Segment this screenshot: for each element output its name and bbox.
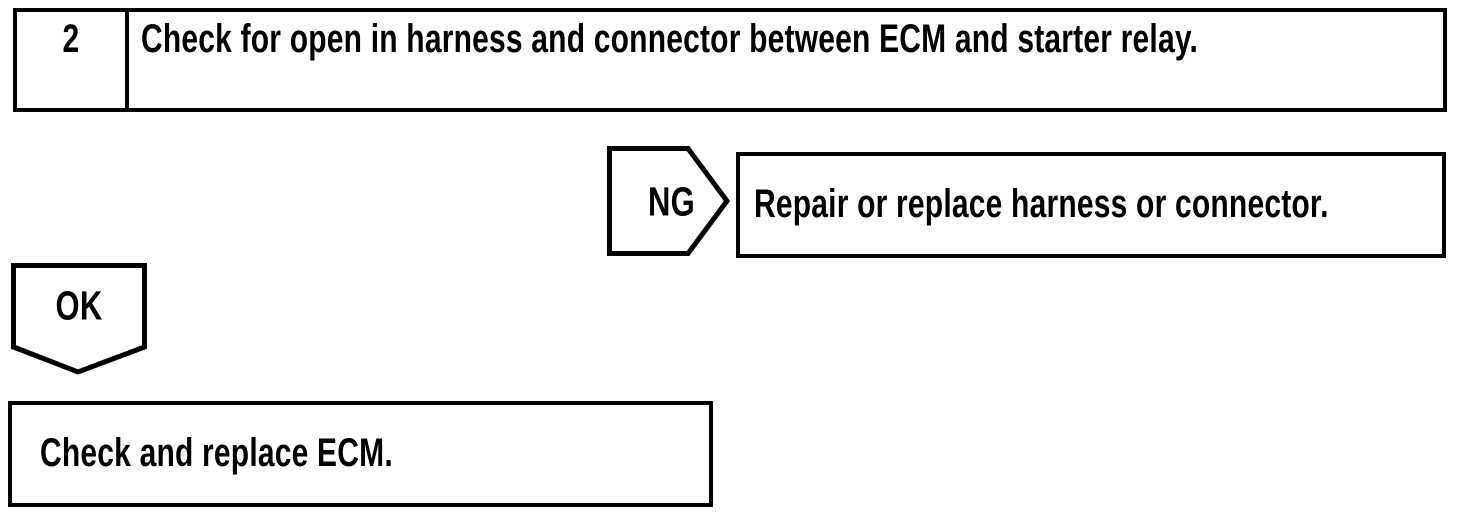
ng-connector: NG (607, 146, 730, 256)
ng-action-text: Repair or replace harness or connector. (754, 182, 1329, 227)
ok-arrow-pentagon-icon (11, 263, 147, 375)
ok-action-box: Check and replace ECM. (8, 401, 713, 507)
step-number: 2 (62, 17, 80, 62)
ok-action-text: Check and replace ECM. (40, 431, 393, 476)
step-number-cell: 2 (17, 12, 129, 108)
step-instruction-cell: Check for open in harness and connector … (129, 12, 1443, 108)
ok-connector-label: OK (55, 281, 103, 329)
step-instruction-text: Check for open in harness and connector … (141, 17, 1199, 62)
ok-connector-label-wrap: OK (11, 263, 147, 347)
ng-connector-label-wrap: NG (607, 146, 730, 256)
ng-arrow-pentagon-icon (607, 146, 730, 256)
ng-connector-label: NG (648, 177, 695, 225)
ok-connector: OK (11, 263, 147, 375)
step-box: 2 Check for open in harness and connecto… (13, 8, 1447, 112)
ng-action-box: Repair or replace harness or connector. (736, 152, 1446, 258)
